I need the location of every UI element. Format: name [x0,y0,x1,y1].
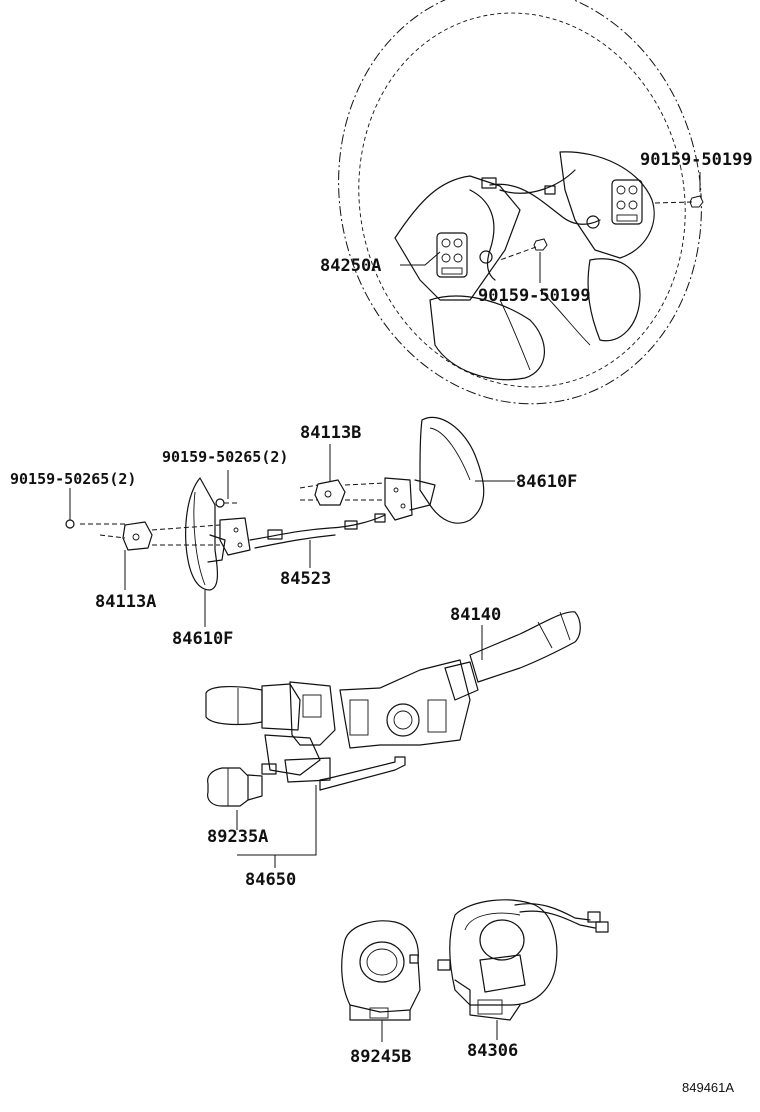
label-89235a: 89235A [207,827,268,847]
combination-switch-group [205,611,581,868]
label-89245b: 89245B [350,1047,411,1067]
paddle-shift-group [65,416,515,627]
label-84113b: 84113B [300,423,361,443]
label-84306: 84306 [467,1041,518,1061]
label-90159-50199-center: 90159-50199 [478,286,591,306]
label-84610f-left: 84610F [172,629,233,649]
label-84140: 84140 [450,605,501,625]
label-90159-50265-upper: 90159-50265(2) [162,448,288,466]
label-84650: 84650 [245,870,296,890]
steering-angle-sensor [341,920,421,1042]
label-84610f-right: 84610F [516,472,577,492]
spiral-cable [437,899,609,1040]
diagram-reference-code: 849461A [682,1080,734,1095]
label-84523: 84523 [280,569,331,589]
label-84250a: 84250A [320,256,381,276]
label-90159-50199-right: 90159-50199 [640,150,753,170]
steering-wheel [338,0,704,405]
label-84113a: 84113A [95,592,156,612]
label-90159-50265-left: 90159-50265(2) [10,470,136,488]
